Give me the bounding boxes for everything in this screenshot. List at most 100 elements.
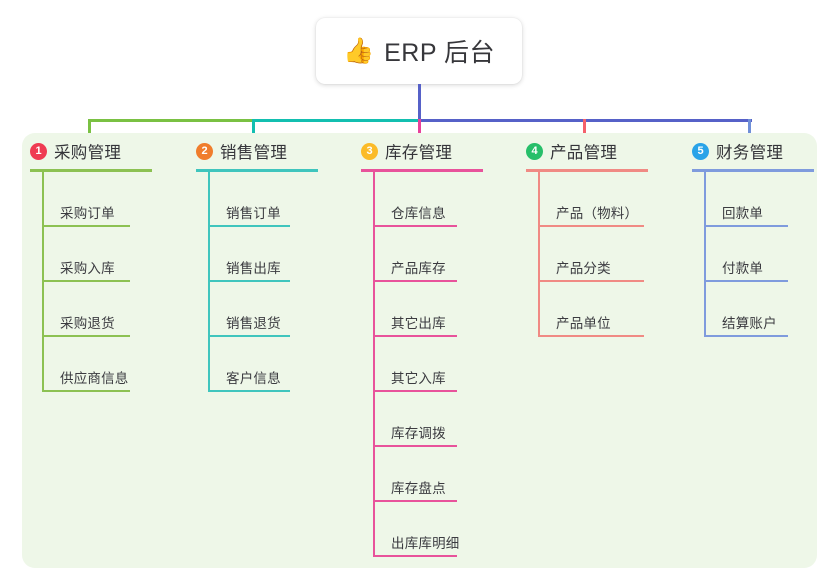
connector-drop-1 [88, 119, 91, 142]
leaf-node[interactable]: 采购退货 [42, 305, 130, 337]
leaf-underline [538, 225, 644, 227]
leaf-node[interactable]: 库存调拨 [373, 415, 457, 447]
leaf-underline [373, 335, 457, 337]
leaf-node[interactable]: 仓库信息 [373, 195, 457, 227]
column-1: 1 采购管理采购订单采购入库采购退货供应商信息 [22, 133, 152, 392]
diagram-panel [22, 133, 817, 568]
leaf-underline [373, 500, 457, 502]
leaf-label: 产品分类 [556, 261, 611, 276]
leaf-label: 其它出库 [391, 316, 446, 331]
leaf-node[interactable]: 回款单 [704, 195, 788, 227]
leaf-underline [208, 225, 290, 227]
leaf-node[interactable]: 供应商信息 [42, 360, 130, 392]
column-badge-2: 2 [196, 142, 213, 160]
leaf-node[interactable]: 产品库存 [373, 250, 457, 282]
leaf-label: 销售退货 [226, 316, 281, 331]
leaf-node[interactable]: 结算账户 [704, 305, 788, 337]
leaf-underline [42, 390, 130, 392]
column-header-rule-2 [196, 169, 318, 172]
leaf-underline [373, 225, 457, 227]
leaf-label: 供应商信息 [60, 371, 129, 386]
connector-bar-segment-2 [252, 119, 421, 122]
leaf-node[interactable]: 采购订单 [42, 195, 130, 227]
leaf-node[interactable]: 出库库明细 [373, 525, 460, 557]
leaf-underline [373, 390, 457, 392]
column-header-2[interactable]: 2 销售管理 [188, 133, 287, 169]
column-badge-4: 4 [526, 142, 543, 160]
thumbs-up-icon: 👍 [342, 36, 375, 65]
column-title-2: 销售管理 [220, 144, 288, 162]
column-title-3: 库存管理 [385, 144, 453, 162]
leaf-label: 回款单 [722, 206, 764, 221]
leaf-label: 采购退货 [60, 316, 115, 331]
leaf-underline [208, 335, 290, 337]
leaf-underline [208, 280, 290, 282]
connector-drop-5 [748, 119, 751, 142]
connector-drop-4 [583, 119, 586, 142]
leaf-node[interactable]: 客户信息 [208, 360, 290, 392]
leaf-node[interactable]: 其它入库 [373, 360, 457, 392]
root-title: ERP 后台 [384, 39, 496, 67]
leaf-node[interactable]: 付款单 [704, 250, 788, 282]
leaf-node[interactable]: 采购入库 [42, 250, 130, 282]
leaf-underline [704, 225, 788, 227]
column-header-rule-1 [30, 169, 152, 172]
leaf-label: 库存盘点 [391, 481, 446, 496]
leaf-label: 仓库信息 [391, 206, 446, 221]
leaf-label: 销售订单 [226, 206, 281, 221]
column-header-4[interactable]: 4 产品管理 [518, 133, 617, 169]
leaf-node[interactable]: 产品单位 [538, 305, 644, 337]
column-header-rule-5 [692, 169, 814, 172]
leaf-label: 出库库明细 [391, 536, 460, 551]
column-5: 5 财务管理回款单付款单结算账户 [684, 133, 814, 337]
leaf-label: 采购订单 [60, 206, 115, 221]
leaf-underline [42, 335, 130, 337]
leaf-node[interactable]: 销售退货 [208, 305, 290, 337]
leaf-node[interactable]: 其它出库 [373, 305, 457, 337]
leaf-underline [42, 225, 130, 227]
column-header-rule-3 [361, 169, 483, 172]
leaf-underline [373, 555, 457, 557]
column-header-rule-4 [526, 169, 648, 172]
column-badge-1: 1 [30, 142, 47, 160]
root-node-card[interactable]: 👍 ERP 后台 [316, 18, 522, 84]
column-3: 3 库存管理仓库信息产品库存其它出库其它入库库存调拨库存盘点出库库明细 [353, 133, 483, 557]
column-badge-3: 3 [361, 142, 378, 160]
leaf-underline [704, 335, 788, 337]
leaf-label: 结算账户 [722, 316, 777, 331]
connector-drop-2 [252, 119, 255, 142]
leaf-underline [373, 445, 457, 447]
connector-drop-3 [418, 119, 421, 142]
column-trunk-3 [373, 169, 375, 557]
column-badge-5: 5 [692, 142, 709, 160]
leaf-underline [42, 280, 130, 282]
column-2: 2 销售管理销售订单销售出库销售退货客户信息 [188, 133, 318, 392]
leaf-label: 客户信息 [226, 371, 281, 386]
leaf-node[interactable]: 产品分类 [538, 250, 644, 282]
leaf-node[interactable]: 库存盘点 [373, 470, 457, 502]
column-title-5: 财务管理 [716, 144, 784, 162]
leaf-underline [704, 280, 788, 282]
leaf-label: 库存调拨 [391, 426, 446, 441]
leaf-underline [208, 390, 290, 392]
leaf-label: 付款单 [722, 261, 764, 276]
column-header-1[interactable]: 1 采购管理 [22, 133, 121, 169]
column-4: 4 产品管理产品（物料） 产品分类产品单位 [518, 133, 648, 337]
column-trunk-4 [538, 169, 540, 337]
connector-root-stem [418, 84, 421, 122]
leaf-node[interactable]: 销售订单 [208, 195, 290, 227]
leaf-underline [373, 280, 457, 282]
column-trunk-5 [704, 169, 706, 337]
column-header-3[interactable]: 3 库存管理 [353, 133, 452, 169]
column-header-5[interactable]: 5 财务管理 [684, 133, 783, 169]
leaf-label: 产品库存 [391, 261, 446, 276]
column-title-1: 采购管理 [54, 144, 122, 162]
leaf-underline [538, 335, 644, 337]
column-title-4: 产品管理 [550, 144, 618, 162]
leaf-node[interactable]: 销售出库 [208, 250, 290, 282]
leaf-underline [538, 280, 644, 282]
leaf-node[interactable]: 产品（物料） [538, 195, 644, 227]
leaf-label: 采购入库 [60, 261, 115, 276]
leaf-label: 其它入库 [391, 371, 446, 386]
connector-bar-segment-1 [88, 119, 255, 122]
